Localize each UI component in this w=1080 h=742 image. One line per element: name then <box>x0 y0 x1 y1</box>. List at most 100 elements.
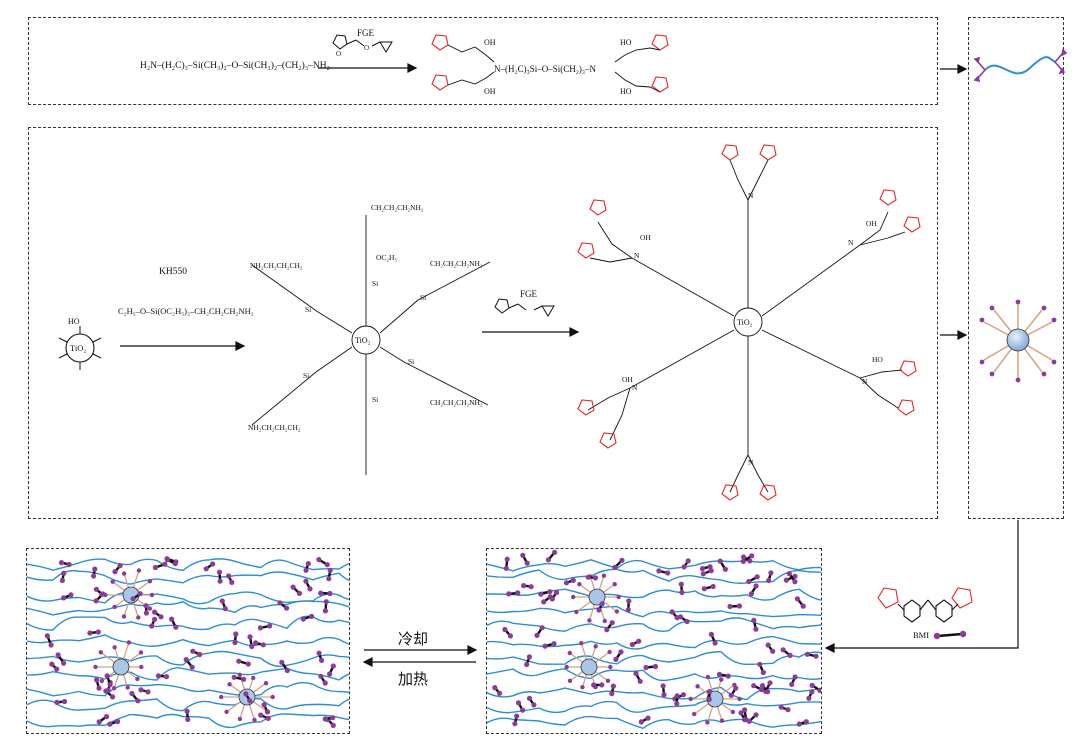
bmi-crosslinker <box>541 594 553 605</box>
bmi-crosslinker <box>656 568 671 576</box>
svg-text:OH: OH <box>484 38 496 47</box>
bmi-crosslinker <box>104 673 113 688</box>
bmi-crosslinker <box>759 683 771 695</box>
polymer-chain <box>487 605 821 618</box>
bmi-crosslinker <box>751 617 759 632</box>
star-particle <box>571 573 621 624</box>
bmi-crosslinker <box>542 641 557 649</box>
polymer-chain <box>27 650 349 668</box>
bmi-crosslinker <box>253 640 266 648</box>
svg-text:Si: Si <box>408 357 414 366</box>
svg-text:CH₂CH₂CH₂NH₂: CH₂CH₂CH₂NH₂ <box>430 259 483 268</box>
top-product-furans <box>431 34 669 93</box>
grafted-furan-rings <box>577 144 921 501</box>
bmi-crosslinker <box>638 715 651 725</box>
bmi-crosslinker <box>303 561 311 573</box>
polymer-chain <box>27 615 349 631</box>
bmi-crosslinker <box>534 625 545 638</box>
polymer-chain <box>487 588 821 601</box>
ethoxy-label: OC₂H₅ <box>376 253 398 262</box>
bmi-crosslinker <box>757 661 766 676</box>
frame-top-reaction <box>28 17 938 105</box>
bmi-crosslinker <box>766 570 774 584</box>
arrow-to-polymer-chain <box>940 64 968 74</box>
bmi-crosslinker <box>746 574 760 585</box>
bmi-crosslinker <box>49 661 60 672</box>
bmi-crosslinker <box>604 620 615 633</box>
kh550-formula: C₂H₅–O–Si(OC₂H₅)₂–CH₂CH₂CH₂NH₂ <box>118 306 254 316</box>
cooling-label: 冷却 <box>398 630 429 648</box>
polymer-chain <box>487 617 821 632</box>
bmi-crosslinker <box>231 674 247 682</box>
polymer-chain <box>27 713 349 729</box>
polymer-chain <box>27 682 349 697</box>
bmi-crosslinker <box>700 568 714 577</box>
bmi-crosslinker <box>318 673 328 686</box>
bmi-crosslinker <box>322 599 329 614</box>
bmi-crosslinker <box>54 698 68 705</box>
arrow-heating <box>362 657 476 667</box>
bmi-crosslinker <box>58 560 72 568</box>
svg-text:N: N <box>748 458 754 467</box>
polymer-chain <box>487 559 821 572</box>
bmi-crosslinker <box>796 719 809 727</box>
svg-text:N: N <box>632 383 638 392</box>
svg-text:HO: HO <box>620 87 632 96</box>
furan-star-particle-icon <box>979 299 1057 383</box>
bmi-crosslinker <box>526 695 537 708</box>
bmi-crosslinker <box>216 569 223 584</box>
bmi-molecule-icon <box>877 587 973 623</box>
bmi-crosslinker <box>678 581 685 596</box>
bmi-crosslinker <box>129 690 141 704</box>
bmi-crosslinker <box>326 567 333 582</box>
svg-text:N: N <box>634 251 640 260</box>
bmi-crosslinker <box>545 549 558 563</box>
fge-label-top: FGE <box>357 28 375 38</box>
arrow-cooling <box>364 645 478 655</box>
frame-middle-reaction <box>28 127 938 519</box>
bmi-crosslinker <box>303 578 313 592</box>
bmi-crosslinker <box>794 596 806 609</box>
svg-text:TiO₂: TiO₂ <box>737 318 753 327</box>
bmi-crosslinker <box>316 650 325 663</box>
svg-text:O: O <box>364 44 369 52</box>
bmi-crosslinker <box>59 570 67 583</box>
bmi-crosslinker <box>633 670 643 684</box>
tio2-core-right: TiO₂ <box>560 505 562 506</box>
frame-bottom-right-network <box>486 548 822 734</box>
bmi-crosslinker <box>91 566 98 579</box>
polymer-chain <box>487 715 821 730</box>
bmi-crosslinker <box>290 584 302 596</box>
svg-text:HO: HO <box>620 38 632 47</box>
bmi-crosslinker <box>549 589 560 602</box>
svg-text:N: N <box>748 191 754 200</box>
bmi-crosslinker <box>149 616 158 629</box>
svg-text:Si: Si <box>305 305 311 314</box>
polymer-chain <box>27 600 349 616</box>
bmi-crosslinker <box>322 715 336 722</box>
bmi-crosslinker <box>243 691 253 704</box>
frame-bottom-left-network <box>26 548 350 734</box>
bmi-crosslinker <box>506 590 521 597</box>
svg-text:NH₂CH₂CH₂CH₂: NH₂CH₂CH₂CH₂ <box>248 423 301 432</box>
bmi-crosslinker <box>96 714 110 725</box>
polymer-chain <box>487 699 821 714</box>
bmi-crosslinker <box>706 689 713 702</box>
polymer-chain <box>27 569 349 585</box>
svg-text:Si: Si <box>303 371 309 380</box>
polymer-chain <box>27 697 349 712</box>
hydroxyl-label: HO <box>68 317 80 326</box>
bmi-crosslinker <box>746 712 759 724</box>
hydroxylated-tio2 <box>58 326 102 370</box>
bmi-crosslinker <box>629 638 642 648</box>
bmi-crosslinker <box>699 564 713 572</box>
bmi-crosslinker <box>93 586 105 597</box>
bmi-crosslinker <box>612 557 625 570</box>
bmi-crosslinker <box>152 609 164 620</box>
bmi-crosslinker <box>190 648 203 658</box>
svg-text:N: N <box>848 238 854 247</box>
arrow-fge-mid <box>482 327 580 337</box>
polymer-chain <box>487 635 821 650</box>
bmi-crosslinker <box>279 659 290 674</box>
